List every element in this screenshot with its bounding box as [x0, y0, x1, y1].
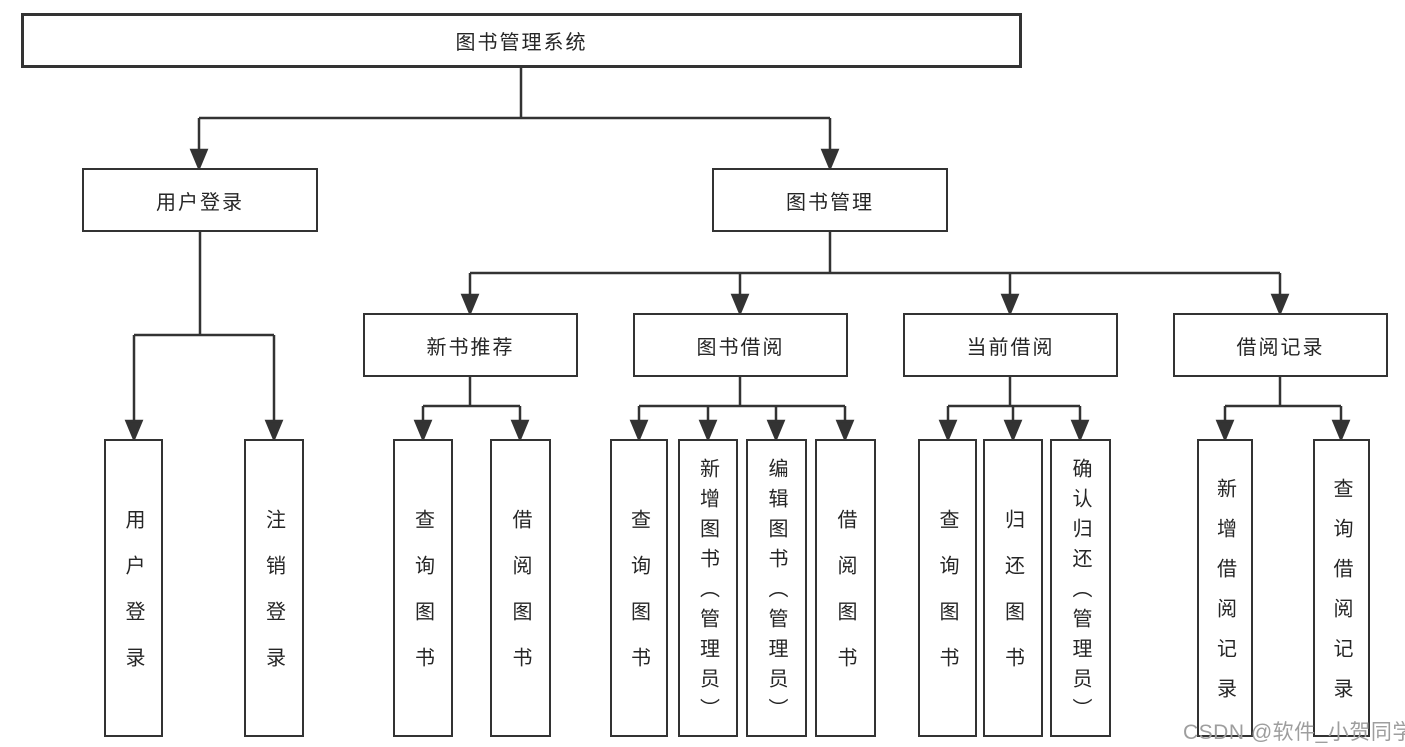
- arrowhead-icon: [124, 419, 144, 443]
- connector-borrowing-records-to-leaves: [1215, 377, 1351, 443]
- arrowhead-icon: [938, 419, 958, 443]
- leaf-logout: 注销登录: [244, 439, 304, 737]
- leaf-user-login: 用户登录: [104, 439, 163, 737]
- leaf-br-add-record: 新增借阅记录: [1197, 439, 1253, 737]
- node-current-borrowing: 当前借阅: [903, 313, 1118, 377]
- arrowhead-icon: [1070, 419, 1090, 443]
- node-new-book-recommend: 新书推荐: [363, 313, 578, 377]
- arrowhead-icon: [413, 419, 433, 443]
- arrowhead-icon: [189, 148, 209, 172]
- node-user-login-branch: 用户登录: [82, 168, 318, 232]
- leaf-br-query-record: 查询借阅记录: [1313, 439, 1370, 737]
- leaf-cb-return-books: 归还图书: [983, 439, 1043, 737]
- connector-user-login-to-leaves: [124, 232, 284, 443]
- node-book-borrowing: 图书借阅: [633, 313, 848, 377]
- connector-root-to-level2: [189, 68, 840, 172]
- leaf-bb-edit-books-admin: 编辑图书（管理员）: [746, 439, 807, 737]
- leaf-nbr-query-books: 查询图书: [393, 439, 453, 737]
- arrowhead-icon: [820, 148, 840, 172]
- arrowhead-icon: [698, 419, 718, 443]
- arrowhead-icon: [1215, 419, 1235, 443]
- leaf-bb-add-books-admin: 新增图书（管理员）: [678, 439, 738, 737]
- connector-new-book-recommend-to-leaves: [413, 377, 530, 443]
- leaf-cb-confirm-return-admin: 确认归还（管理员）: [1050, 439, 1111, 737]
- leaf-nbr-borrow-books: 借阅图书: [490, 439, 551, 737]
- connector-book-management-to-level3: [460, 232, 1290, 317]
- arrowhead-icon: [835, 419, 855, 443]
- node-root-system: 图书管理系统: [21, 13, 1022, 68]
- leaf-bb-borrow-books: 借阅图书: [815, 439, 876, 737]
- arrowhead-icon: [730, 293, 750, 317]
- csdn-watermark: CSDN @软件_小贺同学: [1183, 721, 1405, 744]
- node-book-management-branch: 图书管理: [712, 168, 948, 232]
- leaf-bb-query-books: 查询图书: [610, 439, 668, 737]
- arrowhead-icon: [460, 293, 480, 317]
- arrowhead-icon: [1003, 419, 1023, 443]
- leaf-cb-query-books: 查询图书: [918, 439, 977, 737]
- node-borrowing-records: 借阅记录: [1173, 313, 1388, 377]
- connector-current-borrowing-to-leaves: [938, 377, 1090, 443]
- connector-book-borrowing-to-leaves: [629, 377, 855, 443]
- arrowhead-icon: [1270, 293, 1290, 317]
- arrowhead-icon: [1331, 419, 1351, 443]
- arrowhead-icon: [766, 419, 786, 443]
- arrowhead-icon: [1000, 293, 1020, 317]
- arrowhead-icon: [510, 419, 530, 443]
- arrowhead-icon: [629, 419, 649, 443]
- arrowhead-icon: [264, 419, 284, 443]
